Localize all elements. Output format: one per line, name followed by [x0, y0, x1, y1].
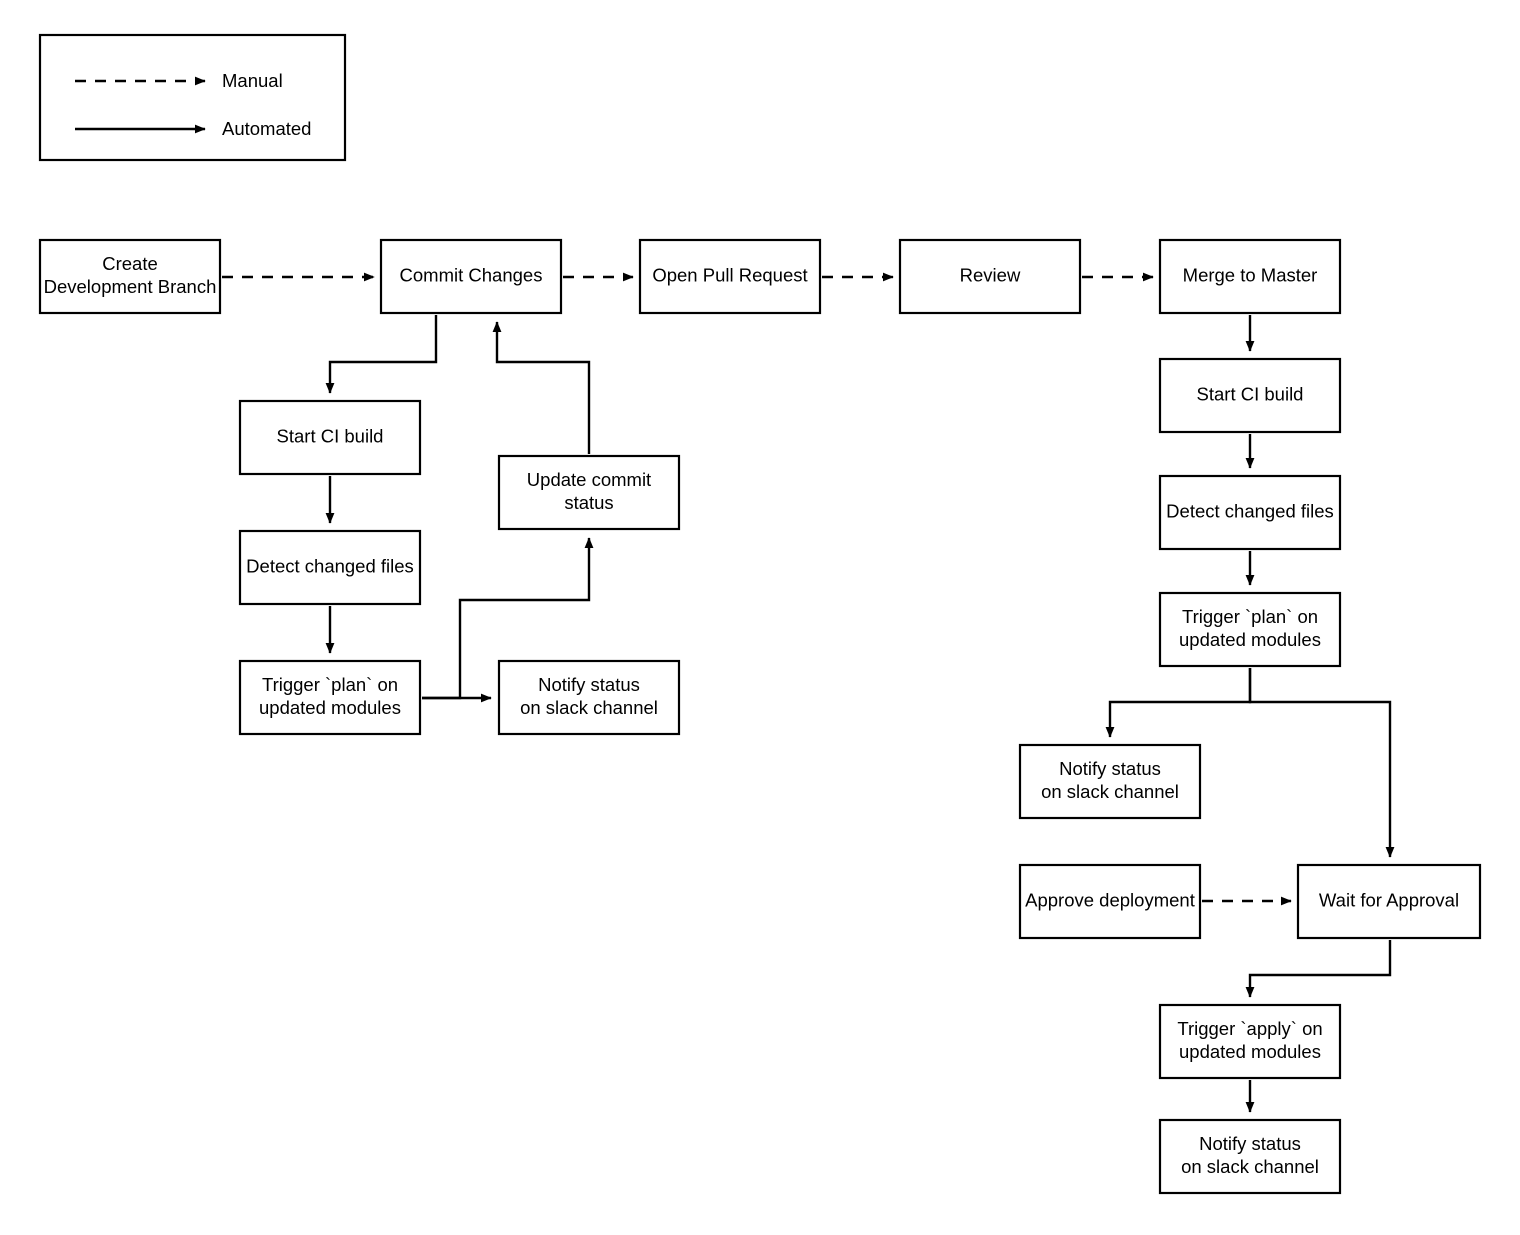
legend-label-automated: Automated: [222, 118, 311, 139]
node-label-open-pull-request: Open Pull Request: [652, 264, 807, 285]
edge-trigger-plan-left-to-update-commit-status: [422, 537, 594, 700]
edges-layer: [222, 272, 1395, 1113]
node-label-review: Review: [960, 264, 1021, 285]
node-label-detect-changed-files-right: Detect changed files: [1166, 500, 1334, 521]
node-box-trigger-plan-right[interactable]: [1158, 591, 1342, 668]
node-label-merge-to-master: Merge to Master: [1183, 264, 1318, 285]
node-detect-changed-files-left[interactable]: Detect changed files: [238, 529, 422, 606]
edge-trigger-plan-right-to-wait-for-approval: [1248, 668, 1395, 858]
node-wait-for-approval[interactable]: Wait for Approval: [1296, 863, 1482, 940]
edge-trigger-plan-right-to-notify-status-right-plan: [1105, 668, 1252, 738]
legend: Manual Automated: [38, 33, 347, 162]
node-box-notify-status-right-apply[interactable]: [1158, 1118, 1342, 1195]
node-box-create-development-branch[interactable]: [38, 238, 222, 315]
legend-label-manual: Manual: [222, 70, 283, 91]
node-box-commit-changes[interactable]: [379, 238, 563, 315]
node-box-approve-deployment[interactable]: [1018, 863, 1202, 940]
node-label-start-ci-build-right: Start CI build: [1197, 383, 1304, 404]
edge-wait-for-approval-to-trigger-apply-right: [1245, 940, 1392, 998]
node-box-detect-changed-files-left[interactable]: [238, 529, 422, 606]
node-box-start-ci-build-left[interactable]: [238, 399, 422, 476]
node-open-pull-request[interactable]: Open Pull Request: [638, 238, 822, 315]
node-box-detect-changed-files-right[interactable]: [1158, 474, 1342, 551]
node-box-open-pull-request[interactable]: [638, 238, 822, 315]
node-label-approve-deployment: Approve deployment: [1025, 889, 1195, 910]
node-label-start-ci-build-left: Start CI build: [277, 425, 384, 446]
node-review[interactable]: Review: [898, 238, 1082, 315]
node-box-notify-status-left[interactable]: [497, 659, 681, 736]
node-box-trigger-apply-right[interactable]: [1158, 1003, 1342, 1080]
node-box-start-ci-build-right[interactable]: [1158, 357, 1342, 434]
node-label-commit-changes: Commit Changes: [400, 264, 543, 285]
node-label-detect-changed-files-left: Detect changed files: [246, 555, 414, 576]
edge-update-commit-status-to-commit-changes: [492, 321, 591, 454]
node-detect-changed-files-right[interactable]: Detect changed files: [1158, 474, 1342, 551]
edge-commit-changes-to-start-ci-build-left: [325, 315, 438, 394]
node-approve-deployment[interactable]: Approve deployment: [1018, 863, 1202, 940]
node-start-ci-build-left[interactable]: Start CI build: [238, 399, 422, 476]
node-commit-changes[interactable]: Commit Changes: [379, 238, 563, 315]
node-label-wait-for-approval: Wait for Approval: [1319, 889, 1459, 910]
node-box-review[interactable]: [898, 238, 1082, 315]
node-merge-to-master[interactable]: Merge to Master: [1158, 238, 1342, 315]
node-box-update-commit-status[interactable]: [497, 454, 681, 531]
node-start-ci-build-right[interactable]: Start CI build: [1158, 357, 1342, 434]
node-box-trigger-plan-left[interactable]: [238, 659, 422, 736]
node-box-merge-to-master[interactable]: [1158, 238, 1342, 315]
legend-border: [38, 33, 347, 162]
node-box-notify-status-right-plan[interactable]: [1018, 743, 1202, 820]
node-box-wait-for-approval[interactable]: [1296, 863, 1482, 940]
